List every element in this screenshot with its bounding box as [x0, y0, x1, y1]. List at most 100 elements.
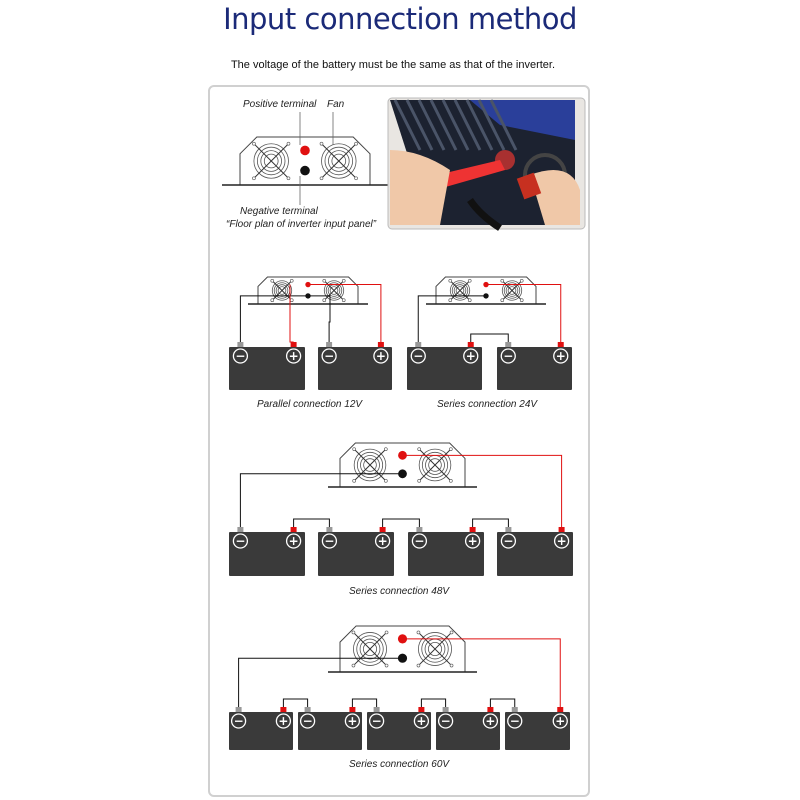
- battery-negative-post: [237, 527, 244, 532]
- inverter-housing: [339, 442, 466, 487]
- fan-screw: [500, 278, 505, 283]
- diagram-label-series-60v: Series connection 60V: [349, 759, 450, 770]
- fan-screw: [351, 630, 356, 635]
- battery-plus-icon-glyph: +: [556, 349, 566, 363]
- battery-minus-icon: [410, 348, 426, 364]
- battery-plus-icon: [552, 713, 568, 729]
- page-title: Input connection method: [223, 2, 577, 36]
- fan-screw: [384, 447, 388, 451]
- fan-ring: [359, 638, 381, 660]
- battery-icon: −+: [505, 707, 570, 750]
- battery-plus-icon: [285, 533, 302, 549]
- fan-ring: [449, 280, 471, 301]
- heatsink-fin: [441, 99, 470, 151]
- battery-plus-icon: [413, 713, 430, 729]
- fan-ring: [253, 143, 289, 179]
- negative-wire: [417, 295, 486, 342]
- battery-positive-post: [418, 707, 425, 712]
- battery-plus-icon-glyph: +: [376, 349, 386, 363]
- fan-screw: [289, 298, 294, 303]
- negative-wire: [239, 295, 308, 342]
- battery-negative-post: [235, 707, 242, 712]
- battery-minus-icon: [230, 713, 247, 729]
- battery-negative-post: [237, 342, 244, 347]
- fan-ring: [263, 153, 279, 169]
- fan-screw: [352, 447, 356, 451]
- battery-icon: −+: [367, 707, 431, 750]
- battery-minus-icon-glyph: −: [510, 714, 520, 728]
- fan-ring: [427, 641, 443, 657]
- battery-body: [497, 347, 572, 390]
- fan-screw: [500, 298, 505, 303]
- battery-icon: −+: [497, 527, 573, 576]
- fan-screw: [384, 630, 389, 635]
- series-jumper-wire: [293, 518, 330, 527]
- battery-negative-post: [505, 527, 512, 532]
- battery-positive-post: [349, 707, 356, 712]
- fan-blade: [321, 143, 357, 179]
- fan-screw: [322, 278, 327, 283]
- positive-wire: [402, 454, 563, 527]
- hand-left: [390, 150, 450, 225]
- battery-positive-post: [557, 342, 564, 347]
- battery-positive-post: [290, 527, 297, 532]
- battery-plus-icon: [285, 348, 302, 364]
- inverter-icon: [328, 625, 477, 673]
- battery-body: [229, 532, 305, 576]
- fan-icon: [252, 141, 291, 181]
- battery-plus-icon-glyph: +: [468, 534, 478, 548]
- battery-negative-post: [326, 342, 333, 347]
- battery-plus-icon: [464, 533, 481, 549]
- series-jumper-wire: [351, 698, 378, 707]
- negative-wire: [308, 295, 331, 342]
- fan-screw: [519, 298, 524, 303]
- battery-negative-post: [304, 707, 311, 712]
- fan-screw: [449, 479, 453, 483]
- battery-icon: −+: [298, 707, 362, 750]
- battery-negative-post: [415, 342, 422, 347]
- negative-wire: [239, 473, 403, 527]
- battery-negative-post: [373, 707, 380, 712]
- battery-plus-icon: [275, 713, 292, 729]
- battery-icon: −+: [318, 342, 392, 390]
- battery-minus-icon: [232, 348, 249, 364]
- fan-blade: [418, 448, 452, 482]
- battery-positive-post: [487, 707, 494, 712]
- fan-ring: [503, 282, 521, 299]
- hand-right: [530, 170, 580, 225]
- fan-ring: [331, 153, 347, 169]
- red-connector: [516, 172, 542, 200]
- fan-ring: [324, 146, 354, 176]
- series-jumper-wire: [282, 698, 309, 707]
- battery-positive-post: [377, 342, 384, 347]
- diagram-label-series-48v: Series connection 48V: [349, 586, 450, 597]
- battery-minus-icon-glyph: −: [413, 349, 423, 363]
- battery-negative-post: [505, 342, 512, 347]
- negative-terminal-icon: [300, 165, 310, 176]
- battery-minus-icon-glyph: −: [441, 714, 451, 728]
- battery-minus-icon: [507, 713, 523, 729]
- fan-screw: [416, 630, 421, 635]
- fan-blade: [253, 143, 289, 179]
- fan-screw: [252, 141, 256, 146]
- battery-plus-icon: [553, 348, 569, 364]
- battery-plus-icon-glyph: +: [289, 349, 299, 363]
- battery-minus-icon: [500, 533, 517, 549]
- fan-icon: [416, 630, 454, 668]
- heatsink-fin: [405, 99, 434, 151]
- fan-screw: [354, 141, 358, 146]
- battery-minus-icon-glyph: −: [324, 534, 334, 548]
- inverter-housing: [435, 276, 537, 304]
- fan-label: Fan: [327, 99, 345, 110]
- fan-screw: [341, 298, 346, 303]
- fan-ring: [501, 280, 523, 301]
- battery-plus-icon-glyph: +: [378, 534, 388, 548]
- negative-terminal-label: Negative terminal: [240, 206, 319, 217]
- battery-plus-icon-glyph: +: [347, 714, 357, 728]
- battery-minus-icon-glyph: −: [234, 714, 244, 728]
- battery-plus-icon-glyph: +: [466, 349, 476, 363]
- fan-blade: [353, 448, 387, 482]
- fan-blade: [271, 280, 293, 301]
- fan-ring: [428, 458, 442, 472]
